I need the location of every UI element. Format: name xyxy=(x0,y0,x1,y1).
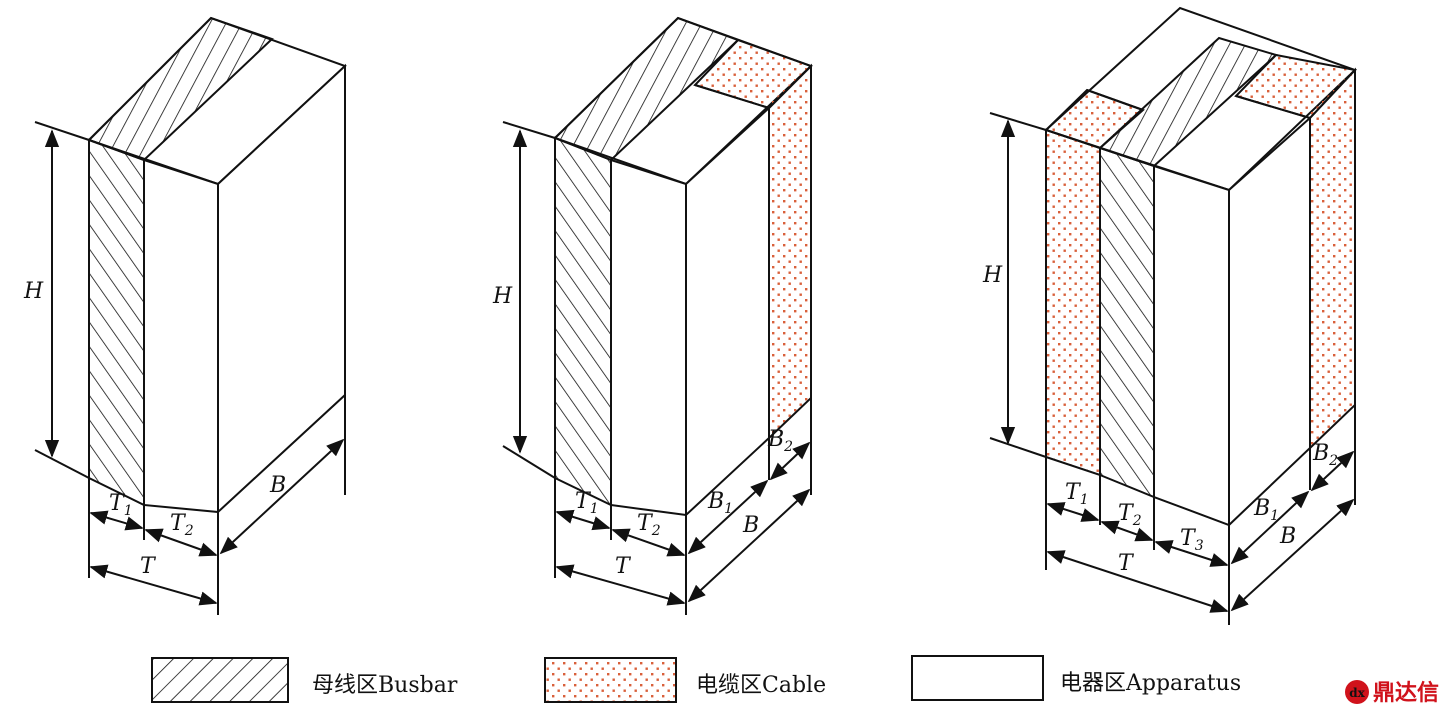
label-T-left: T xyxy=(140,554,157,579)
apparatus-front-panel xyxy=(610,158,687,517)
legend-cable-label: 电缆区Cable xyxy=(696,673,826,698)
legend-busbar-swatch xyxy=(151,657,289,703)
label-B1-middle: B1 xyxy=(707,489,733,517)
watermark-logo-icon xyxy=(1345,680,1369,704)
watermark: dx 鼎达信 xyxy=(1345,680,1439,706)
label-B2-right: B2 xyxy=(1312,441,1338,469)
label-T3-right: T3 xyxy=(1180,526,1204,554)
label-H-left: H xyxy=(23,279,44,304)
diagram-middle xyxy=(502,16,813,615)
legend-busbar-label: 母线区Busbar xyxy=(312,673,458,698)
label-H-middle: H xyxy=(492,284,513,309)
watermark-text: 鼎达信 xyxy=(1373,680,1439,706)
label-H-right: H xyxy=(982,263,1003,288)
label-B2-middle: B2 xyxy=(767,427,793,455)
busbar-front-panel xyxy=(88,138,145,507)
legend: 母线区Busbar 电缆区Cable 电器区Apparatus xyxy=(151,655,1241,703)
label-T2-middle: T2 xyxy=(637,511,661,539)
cable-side-face xyxy=(1309,67,1356,451)
label-B-right: B xyxy=(1279,524,1296,549)
legend-cable-swatch xyxy=(544,657,677,703)
busbar-front-panel xyxy=(1099,146,1155,499)
label-T2-left: T2 xyxy=(170,511,194,539)
busbar-front-panel xyxy=(554,136,612,507)
diagram-left xyxy=(34,16,347,615)
cable-front-panel xyxy=(1045,128,1101,477)
legend-apparatus-label: 电器区Apparatus xyxy=(1060,671,1241,696)
label-B-middle: B xyxy=(742,513,759,538)
label-B1-right: B1 xyxy=(1253,496,1279,524)
cable-side-face xyxy=(768,63,812,441)
label-T1-right: T1 xyxy=(1065,480,1089,508)
label-T1-middle: T1 xyxy=(575,489,599,517)
label-T-middle: T xyxy=(615,554,632,579)
apparatus-front-panel xyxy=(1153,164,1230,527)
legend-apparatus-swatch xyxy=(911,655,1044,701)
label-B-left: B xyxy=(269,473,286,498)
label-T2-right: T2 xyxy=(1118,501,1142,529)
svg-text:dx: dx xyxy=(1349,686,1365,700)
label-T-right: T xyxy=(1118,551,1135,576)
apparatus-front-panel xyxy=(143,158,219,514)
diagram-right xyxy=(989,6,1357,625)
label-T1-left: T1 xyxy=(109,491,133,519)
apparatus-side-face xyxy=(1228,115,1311,528)
